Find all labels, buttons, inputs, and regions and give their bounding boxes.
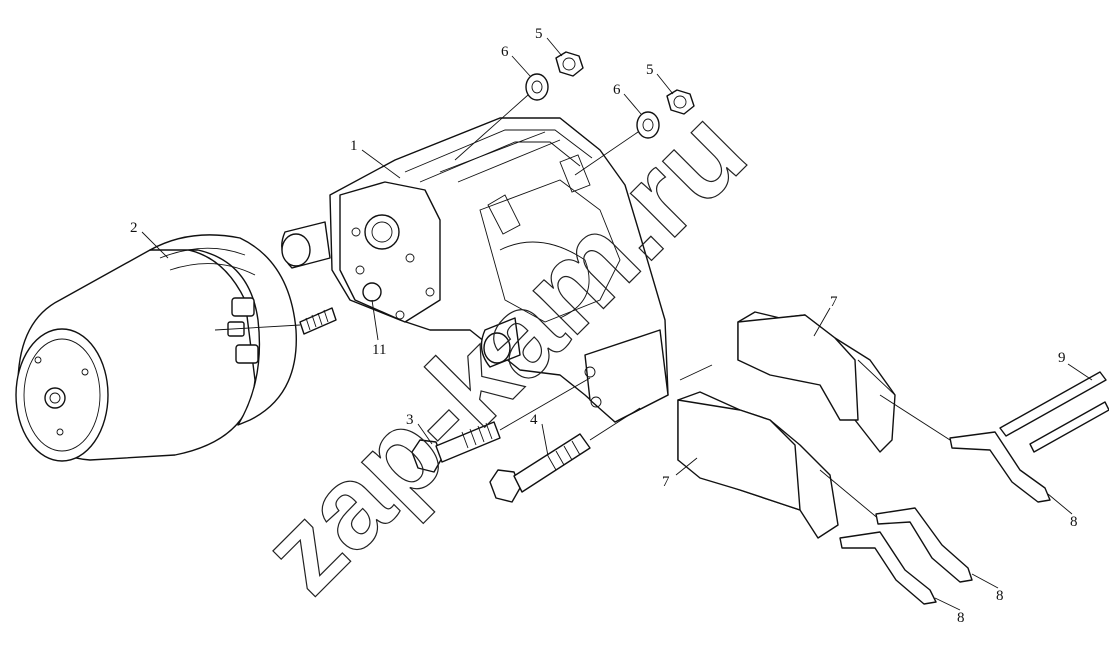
callout-11: 11 bbox=[372, 342, 386, 358]
pad-clip-lower bbox=[839, 531, 937, 605]
callout-labels: 1 2 3 4 5 5 6 6 7 7 8 8 8 9 11 bbox=[130, 26, 1078, 626]
callout-7a: 7 bbox=[830, 294, 838, 310]
bolt-3 bbox=[411, 421, 501, 473]
callout-8c: 8 bbox=[957, 610, 965, 626]
callout-6b: 6 bbox=[613, 82, 621, 98]
callout-3: 3 bbox=[406, 412, 414, 428]
brake-pad-lower bbox=[677, 391, 839, 539]
callout-1: 1 bbox=[350, 138, 358, 154]
bolt-4 bbox=[489, 433, 591, 503]
brake-pad-upper bbox=[737, 311, 896, 453]
callout-6a: 6 bbox=[501, 44, 509, 60]
washer-6a bbox=[525, 73, 549, 101]
retaining-pins bbox=[999, 371, 1109, 453]
callout-8b: 8 bbox=[996, 588, 1004, 604]
pad-clip-right bbox=[949, 431, 1051, 503]
brake-chamber bbox=[15, 234, 337, 462]
callout-8a: 8 bbox=[1070, 514, 1078, 530]
washer-6b bbox=[636, 111, 660, 139]
pad-clip-middle bbox=[875, 507, 973, 583]
callout-5a: 5 bbox=[535, 26, 543, 42]
brake-caliper bbox=[281, 117, 669, 423]
callout-2: 2 bbox=[130, 220, 138, 236]
nut-5b bbox=[666, 89, 695, 115]
nut-5a bbox=[555, 51, 584, 77]
callout-4: 4 bbox=[530, 412, 538, 428]
callout-5b: 5 bbox=[646, 62, 654, 78]
leader-lines bbox=[141, 37, 1093, 611]
callout-7b: 7 bbox=[662, 474, 670, 490]
callout-9: 9 bbox=[1058, 350, 1066, 366]
